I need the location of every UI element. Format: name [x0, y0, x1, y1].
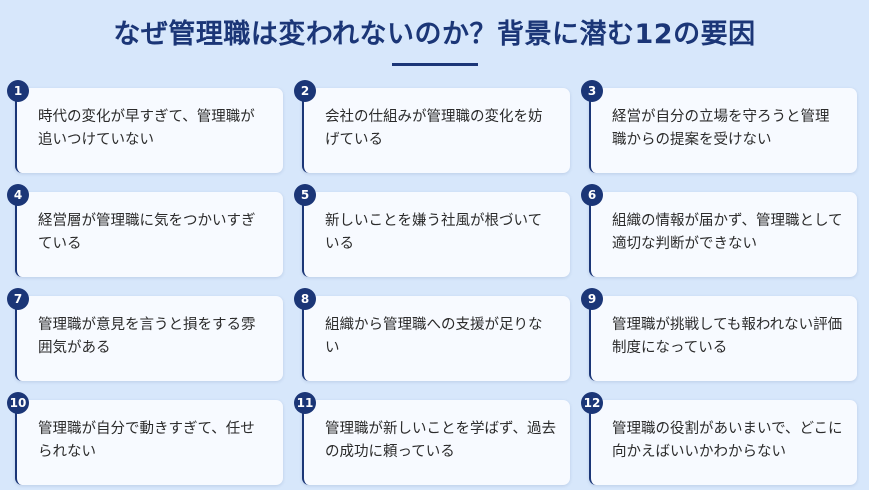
factor-text: 管理職が新しいことを学ばず、過去の成功に頼っている: [325, 421, 556, 460]
number-badge: 12: [581, 392, 603, 414]
factor-card: 8 組織から管理職への支援が足りない: [294, 288, 570, 381]
number-badge: 9: [581, 288, 603, 310]
factor-card: 7 管理職が意見を言うと損をする雰囲気がある: [7, 288, 283, 381]
number-badge: 8: [294, 288, 316, 310]
number-badge: 7: [7, 288, 29, 310]
factor-text: 管理職が挑戦しても報われない評価制度になっている: [612, 317, 843, 356]
title-underline: [392, 63, 478, 66]
factor-text: 組織の情報が届かず、管理職として適切な判断ができない: [612, 213, 843, 252]
factor-card: 1 時代の変化が早すぎて、管理職が追いつけていない: [7, 80, 283, 173]
factor-card: 11 管理職が新しいことを学ばず、過去の成功に頼っている: [294, 392, 570, 485]
factor-text: 管理職の役割があいまいで、どこに向かえばいいかわからない: [612, 421, 843, 460]
factor-text: 管理職が自分で動きすぎて、任せられない: [38, 421, 255, 460]
factor-text: 組織から管理職への支援が足りない: [325, 317, 543, 356]
factor-card: 12 管理職の役割があいまいで、どこに向かえばいいかわからない: [581, 392, 857, 485]
number-badge: 4: [7, 184, 29, 206]
factor-card: 10 管理職が自分で動きすぎて、任せられない: [7, 392, 283, 485]
factor-card: 4 経営層が管理職に気をつかいすぎている: [7, 184, 283, 277]
number-badge: 11: [294, 392, 316, 414]
number-badge: 5: [294, 184, 316, 206]
factor-text: 新しいことを嫌う社風が根づいている: [325, 213, 543, 252]
factor-text: 管理職が意見を言うと損をする雰囲気がある: [38, 317, 256, 356]
factor-card: 5 新しいことを嫌う社風が根づいている: [294, 184, 570, 277]
factor-text: 経営が自分の立場を守ろうと管理職からの提案を受けない: [612, 109, 830, 148]
factor-card: 6 組織の情報が届かず、管理職として適切な判断ができない: [581, 184, 857, 277]
factor-text: 会社の仕組みが管理職の変化を妨げている: [325, 109, 543, 148]
number-badge: 3: [581, 80, 603, 102]
number-badge: 10: [7, 392, 29, 414]
factor-card: 3 経営が自分の立場を守ろうと管理職からの提案を受けない: [581, 80, 857, 173]
factor-card: 9 管理職が挑戦しても報われない評価制度になっている: [581, 288, 857, 381]
factor-card: 2 会社の仕組みが管理職の変化を妨げている: [294, 80, 570, 173]
page-title: なぜ管理職は変われないのか？背景に潜む12の要因: [113, 19, 756, 50]
number-badge: 1: [7, 80, 29, 102]
factor-text: 経営層が管理職に気をつかいすぎている: [38, 213, 256, 252]
factor-text: 時代の変化が早すぎて、管理職が追いつけていない: [38, 109, 255, 148]
number-badge: 2: [294, 80, 316, 102]
number-badge: 6: [581, 184, 603, 206]
